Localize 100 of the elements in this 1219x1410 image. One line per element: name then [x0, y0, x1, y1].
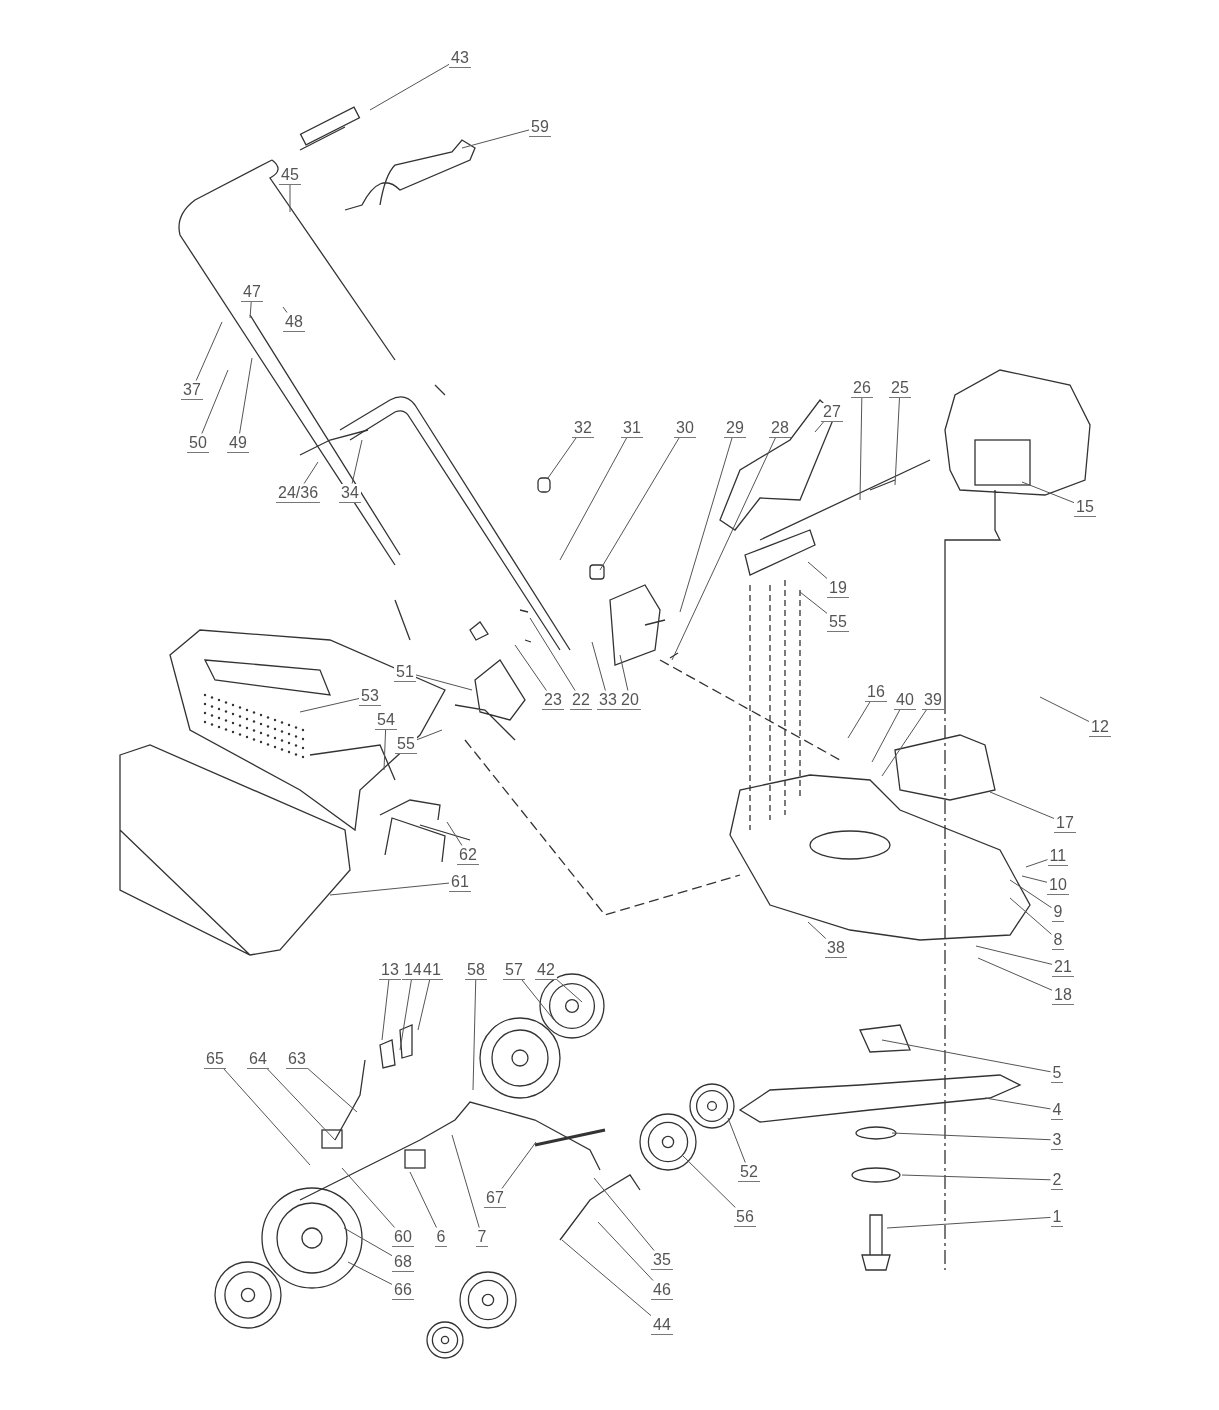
- leader-line: [891, 1132, 1051, 1141]
- leader-line: [847, 701, 871, 739]
- callout-number: 51: [394, 662, 416, 682]
- callout-number: 21: [1052, 957, 1074, 977]
- callout-number: 58: [465, 960, 487, 980]
- leader-line: [266, 1068, 336, 1141]
- leader-line: [521, 979, 555, 1021]
- leader-line: [249, 301, 252, 319]
- leader-line: [1021, 875, 1048, 883]
- leader-line: [881, 1039, 1051, 1073]
- leader-line: [307, 1068, 358, 1113]
- leader-line: [671, 437, 777, 661]
- leader-line: [195, 321, 223, 381]
- leader-line: [559, 437, 628, 561]
- leader-line: [681, 1154, 736, 1208]
- callout-number: 40: [894, 690, 916, 710]
- callout-number: 64: [247, 1049, 269, 1069]
- callout-number: 43: [449, 48, 471, 68]
- callout-number: 13: [379, 960, 401, 980]
- leader-line: [383, 729, 387, 771]
- callout-number: 60: [392, 1227, 414, 1247]
- leader-line: [1021, 481, 1075, 504]
- leader-line: [329, 882, 450, 896]
- callout-number: 22: [570, 690, 592, 710]
- callout-number: 24/36: [276, 483, 321, 503]
- callout-number: 23: [542, 690, 564, 710]
- leader-line: [597, 1221, 654, 1281]
- leader-line: [894, 397, 900, 486]
- leader-line: [416, 729, 443, 741]
- leader-line: [561, 1239, 652, 1317]
- leader-line: [591, 641, 606, 691]
- leader-line: [619, 654, 629, 691]
- leader-line: [975, 945, 1053, 965]
- leader-line: [556, 979, 583, 1003]
- callout-number: 8: [1051, 930, 1065, 950]
- leader-line: [984, 1097, 1051, 1110]
- leader-line: [289, 184, 291, 213]
- callout-number: 39: [922, 690, 944, 710]
- leader-line: [881, 709, 928, 777]
- callout-number: 37: [181, 380, 203, 400]
- callout-number: 6: [434, 1227, 448, 1247]
- callout-number: 19: [827, 578, 849, 598]
- leader-line: [1039, 696, 1090, 722]
- leader-line: [807, 921, 827, 939]
- leader-line: [369, 63, 450, 111]
- leader-line: [223, 1068, 311, 1166]
- leader-line: [1009, 879, 1052, 909]
- leader-line: [451, 1134, 480, 1228]
- leader-line: [347, 1261, 393, 1285]
- callout-number: 20: [619, 690, 641, 710]
- leader-line: [239, 357, 253, 434]
- leader-line: [299, 698, 360, 713]
- leader-line: [472, 979, 477, 1091]
- callout-number: 65: [204, 1049, 226, 1069]
- callout-number: 41: [421, 960, 443, 980]
- callout-number: 46: [651, 1280, 673, 1300]
- callout-number: 42: [535, 960, 557, 980]
- callout-number: 10: [1047, 875, 1069, 895]
- leader-line: [799, 591, 828, 614]
- callout-number: 55: [395, 734, 417, 754]
- leader-line: [415, 674, 473, 691]
- callout-number: 48: [283, 312, 305, 332]
- leader-line: [593, 1177, 655, 1251]
- leader-line: [201, 369, 229, 434]
- callout-number: 9: [1051, 902, 1065, 922]
- callout-number: 59: [529, 117, 551, 137]
- leader-line: [679, 437, 733, 613]
- leader-line: [417, 979, 431, 1031]
- callout-number: 68: [392, 1252, 414, 1272]
- leader-line: [977, 957, 1053, 991]
- leader-line: [514, 644, 547, 691]
- callout-number: 27: [821, 402, 843, 422]
- callout-number: 33: [597, 690, 619, 710]
- callout-number: 55: [827, 612, 849, 632]
- callout-number: 49: [227, 433, 249, 453]
- callout-number: 62: [457, 845, 479, 865]
- leader-line: [399, 979, 412, 1051]
- leader-line: [901, 1174, 1051, 1181]
- leader-line: [446, 821, 463, 846]
- leader-line: [501, 1141, 537, 1189]
- callout-number: 18: [1052, 985, 1074, 1005]
- callout-number: 47: [241, 282, 263, 302]
- callout-number: 50: [187, 433, 209, 453]
- callout-number: 45: [279, 165, 301, 185]
- leader-line: [547, 437, 577, 479]
- callout-number: 44: [651, 1315, 673, 1335]
- leader-line: [599, 437, 680, 571]
- leader-line: [341, 1167, 396, 1228]
- callout-number: 32: [572, 418, 594, 438]
- callout-number: 35: [651, 1250, 673, 1270]
- callout-number: 14: [402, 960, 424, 980]
- leader-line: [461, 129, 530, 149]
- callout-number: 56: [734, 1207, 756, 1227]
- callout-number: 2: [1050, 1170, 1064, 1190]
- leader-line: [989, 791, 1055, 819]
- leader-line: [727, 1117, 746, 1163]
- callout-number: 31: [621, 418, 643, 438]
- leader-line: [303, 461, 319, 484]
- leader-line: [814, 421, 825, 433]
- callout-number: 34: [339, 483, 361, 503]
